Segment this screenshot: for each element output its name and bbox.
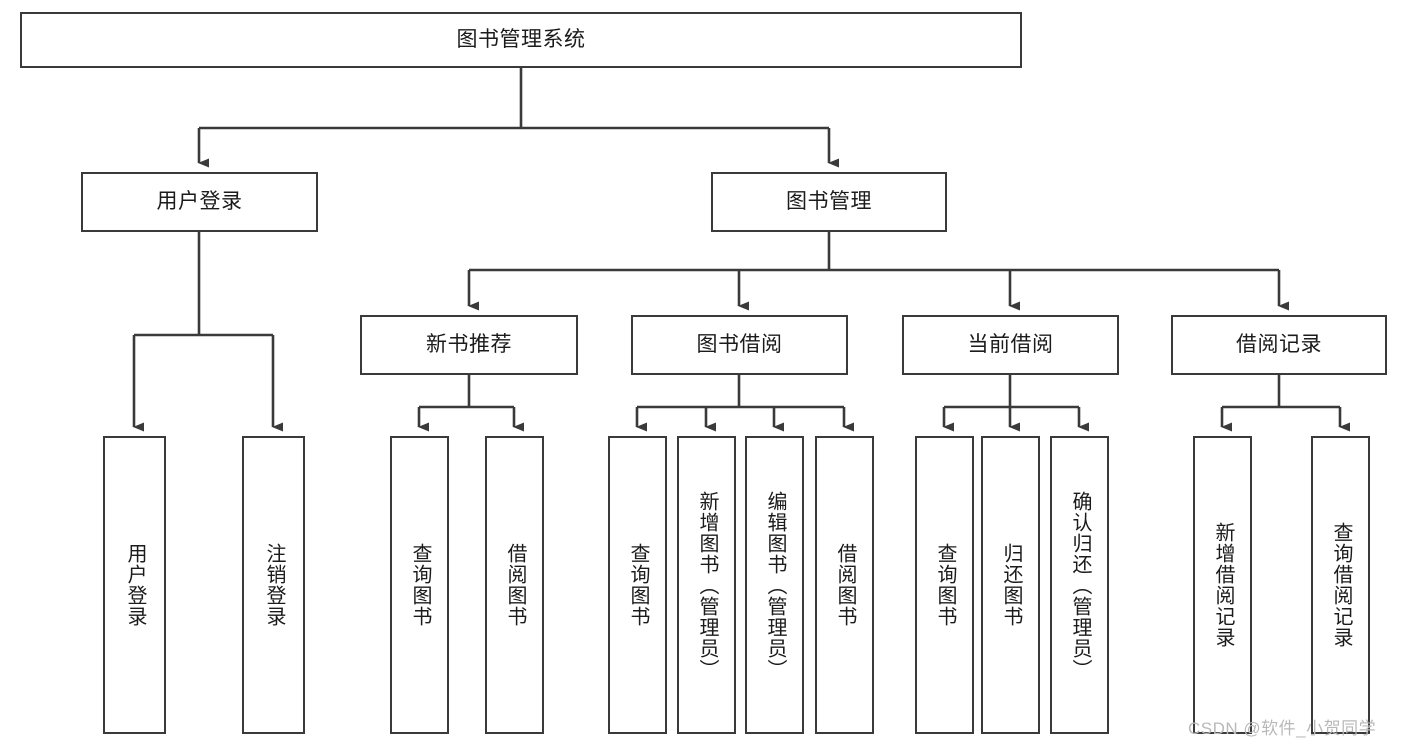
leaf-borrow-book-2[interactable]: 借阅图书 <box>815 436 874 734</box>
node-label: 新增图书（管理员） <box>696 490 718 680</box>
node-current-borrow[interactable]: 当前借阅 <box>902 315 1119 375</box>
node-label: 查询图书 <box>934 543 956 627</box>
node-label: 查询图书 <box>627 543 649 627</box>
csdn-watermark: CSDN @软件_小贺同学 <box>1188 719 1377 738</box>
node-label: 图书管理系统 <box>456 28 586 52</box>
node-new-book-recommend[interactable]: 新书推荐 <box>360 315 578 375</box>
node-label: 借阅图书 <box>504 543 526 627</box>
node-label: 当前借阅 <box>967 333 1054 357</box>
node-root-system[interactable]: 图书管理系统 <box>20 12 1022 68</box>
node-label: 查询借阅记录 <box>1330 522 1352 648</box>
node-label: 借阅图书 <box>834 543 856 627</box>
node-label: 编辑图书（管理员） <box>764 490 786 680</box>
leaf-return-book[interactable]: 归还图书 <box>981 436 1040 734</box>
leaf-add-book[interactable]: 新增图书（管理员） <box>677 436 736 734</box>
node-label: 图书管理 <box>786 190 872 214</box>
node-label: 用户登录 <box>156 190 243 214</box>
leaf-borrow-book-1[interactable]: 借阅图书 <box>485 436 544 734</box>
leaf-edit-book[interactable]: 编辑图书（管理员） <box>745 436 804 734</box>
node-label: 图书借阅 <box>696 333 783 357</box>
leaf-query-book-3[interactable]: 查询图书 <box>915 436 974 734</box>
leaf-confirm-return[interactable]: 确认归还（管理员） <box>1050 436 1109 734</box>
node-borrow-record[interactable]: 借阅记录 <box>1171 315 1387 375</box>
node-book-management[interactable]: 图书管理 <box>711 172 947 232</box>
leaf-add-record[interactable]: 新增借阅记录 <box>1193 436 1252 734</box>
node-label: 注销登录 <box>263 543 285 627</box>
leaf-user-logout[interactable]: 注销登录 <box>242 436 305 734</box>
leaf-query-book-2[interactable]: 查询图书 <box>608 436 667 734</box>
node-label: 借阅记录 <box>1236 333 1322 357</box>
leaf-query-book-1[interactable]: 查询图书 <box>390 436 449 734</box>
leaf-query-record[interactable]: 查询借阅记录 <box>1311 436 1370 734</box>
node-book-borrow[interactable]: 图书借阅 <box>631 315 848 375</box>
node-label: 确认归还（管理员） <box>1069 490 1091 680</box>
leaf-user-login[interactable]: 用户登录 <box>103 436 166 734</box>
node-label: 新书推荐 <box>426 333 512 357</box>
node-label: 用户登录 <box>124 543 146 627</box>
node-label: 查询图书 <box>409 543 431 627</box>
node-label: 新增借阅记录 <box>1212 522 1234 648</box>
node-label: 归还图书 <box>1000 543 1022 627</box>
node-user-login[interactable]: 用户登录 <box>81 172 318 232</box>
